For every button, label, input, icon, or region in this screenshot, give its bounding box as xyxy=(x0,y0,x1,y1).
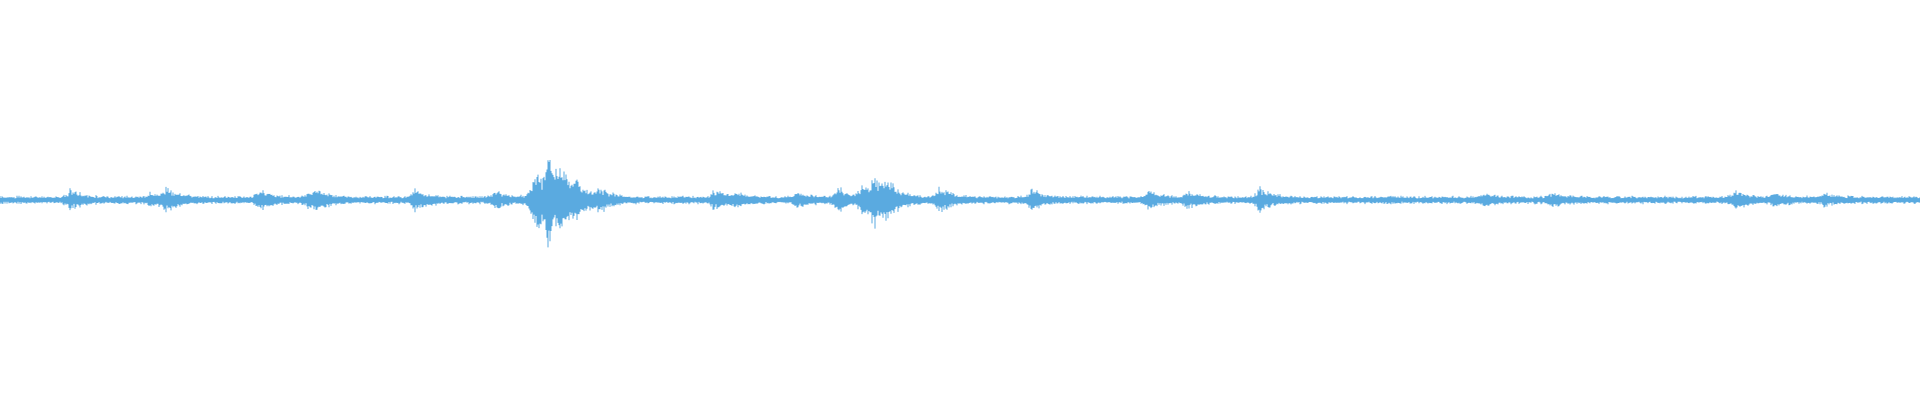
waveform-signal xyxy=(0,160,1920,248)
